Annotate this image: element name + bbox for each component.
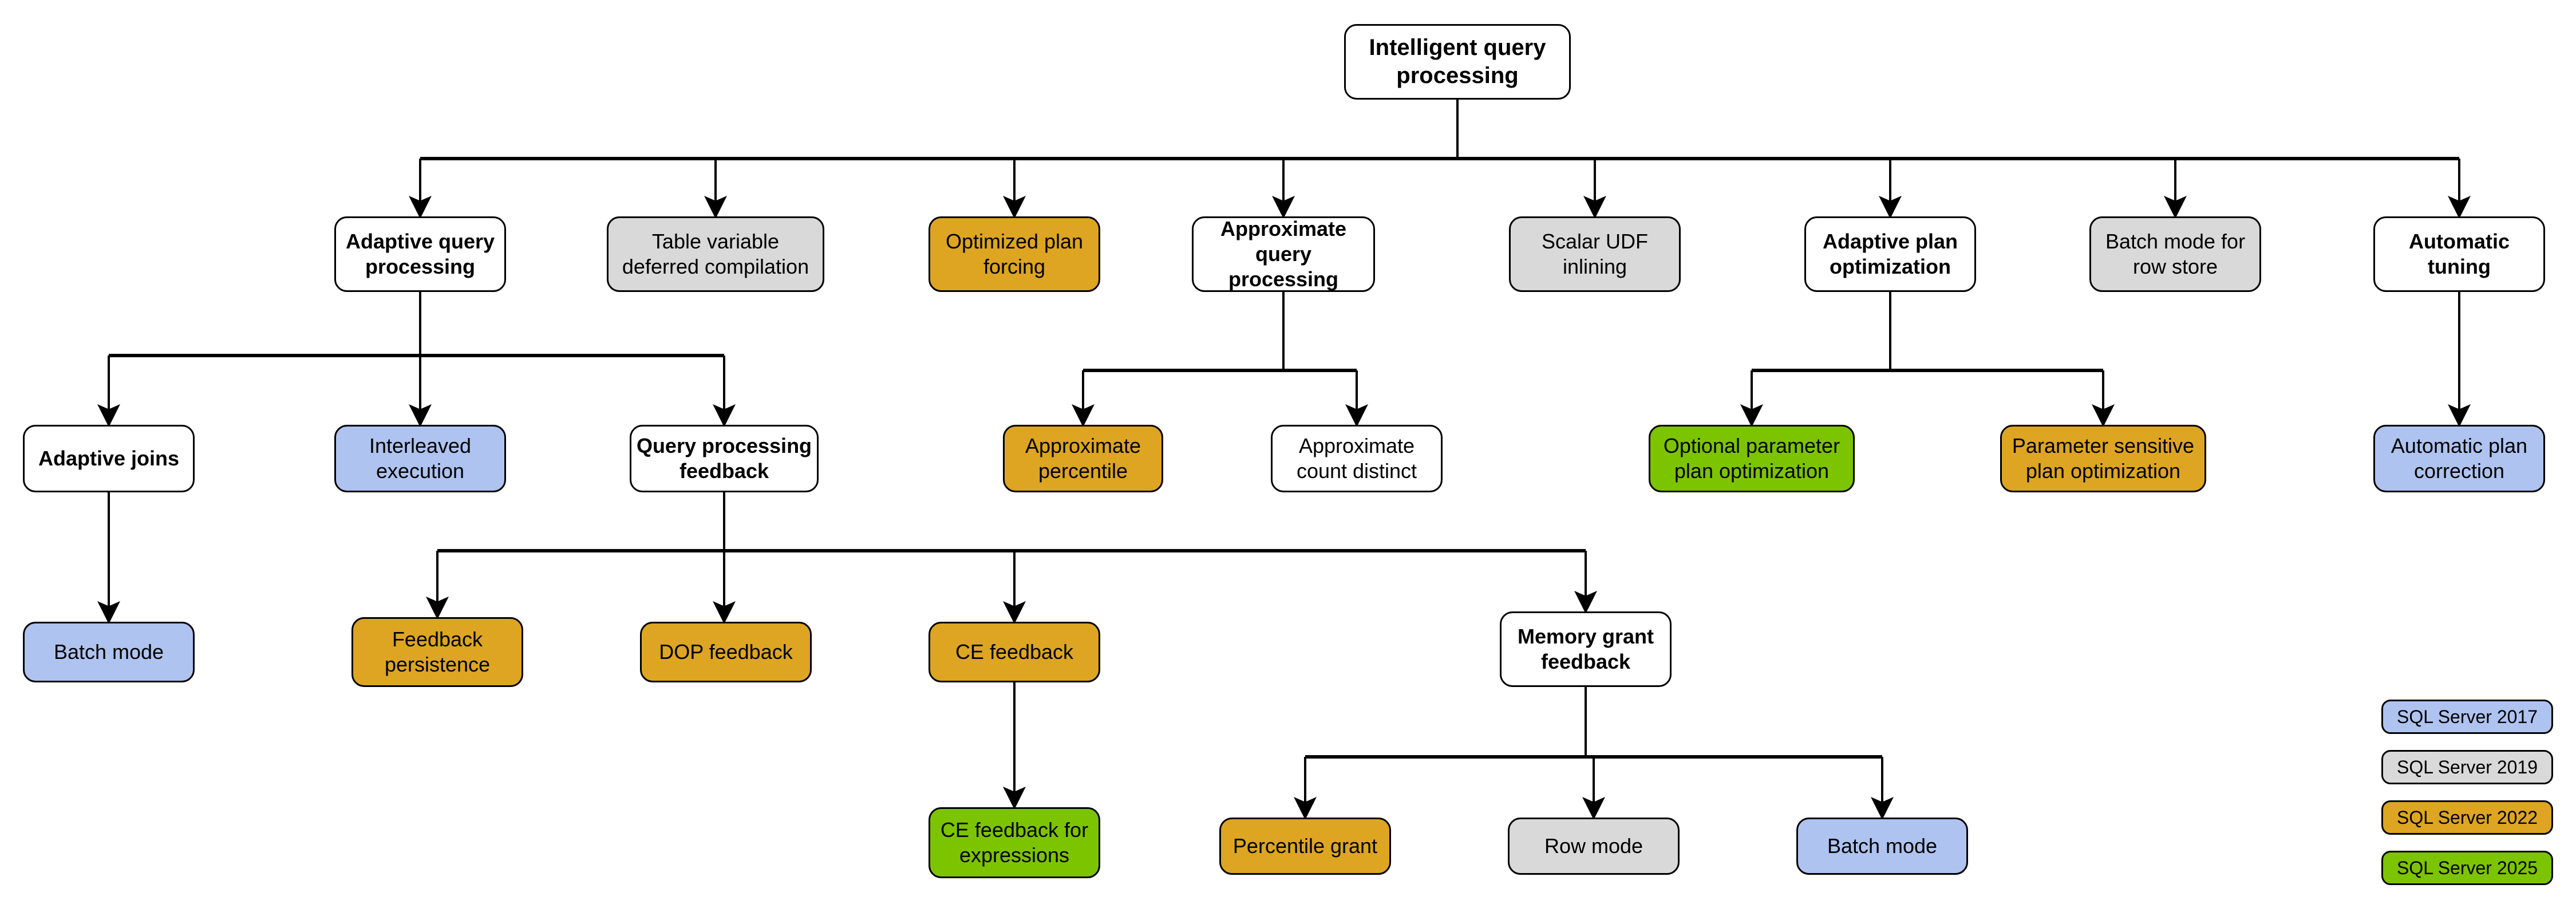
node-memory-grant[interactable]: Memory grant feedback (1500, 611, 1672, 687)
node-adaptive-plan-opt[interactable]: Adaptive plan optimization (1804, 216, 1976, 292)
node-root[interactable]: Intelligent query processing (1344, 24, 1571, 100)
legend-item-label: SQL Server 2025 (2396, 857, 2538, 878)
node-label: Automatic plan correction (2391, 434, 2528, 483)
node-label: Adaptive joins (38, 447, 180, 471)
node-ce-feedback[interactable]: CE feedback (929, 622, 1100, 682)
legend-item-label: SQL Server 2022 (2396, 807, 2538, 828)
node-label: Batch mode for row store (2105, 230, 2246, 278)
node-qp-feedback[interactable]: Query processing feedback (630, 425, 819, 492)
node-label: Table variable deferred compilation (622, 230, 809, 278)
legend-item-label: SQL Server 2017 (2396, 706, 2538, 727)
node-batch-mode-mg[interactable]: Batch mode (1796, 818, 1968, 875)
node-label: Query processing feedback (636, 434, 812, 483)
node-label: Percentile grant (1232, 834, 1378, 858)
node-adaptive-qp[interactable]: Adaptive query processing (334, 216, 506, 292)
legend-item-sql-server-2025: SQL Server 2025 (2381, 851, 2553, 885)
legend-item-sql-server-2017: SQL Server 2017 (2381, 700, 2553, 734)
node-interleaved-exec[interactable]: Interleaved execution (334, 425, 506, 492)
node-auto-plan-corr[interactable]: Automatic plan correction (2373, 425, 2545, 492)
node-label: DOP feedback (659, 640, 793, 664)
node-label: Approximate count distinct (1296, 434, 1417, 483)
node-ce-feedback-expr[interactable]: CE feedback for expressions (929, 807, 1100, 878)
node-dop-feedback[interactable]: DOP feedback (640, 622, 812, 682)
node-approx-percentile[interactable]: Approximate percentile (1003, 425, 1163, 492)
legend-item-sql-server-2022: SQL Server 2022 (2381, 800, 2553, 835)
node-batch-row-store[interactable]: Batch mode for row store (2089, 216, 2261, 292)
node-approx-count[interactable]: Approximate count distinct (1271, 425, 1443, 492)
node-label: Batch mode (1827, 834, 1938, 858)
node-percentile-grant[interactable]: Percentile grant (1219, 818, 1391, 875)
legend-item-label: SQL Server 2019 (2396, 756, 2538, 777)
node-label: CE feedback for expressions (940, 818, 1089, 867)
node-auto-tuning[interactable]: Automatic tuning (2373, 216, 2545, 292)
node-label: Row mode (1544, 834, 1643, 858)
node-row-mode[interactable]: Row mode (1508, 818, 1680, 875)
node-adaptive-joins[interactable]: Adaptive joins (23, 425, 195, 492)
node-label: Automatic tuning (2408, 230, 2510, 278)
node-label: Feedback persistence (384, 627, 491, 676)
node-label: Adaptive query processing (345, 230, 495, 278)
node-optional-param[interactable]: Optional parameter plan optimization (1649, 425, 1855, 492)
node-label: CE feedback (955, 640, 1074, 664)
node-optimized-plan[interactable]: Optimized plan forcing (929, 216, 1100, 292)
node-label: Optimized plan forcing (945, 230, 1084, 278)
legend-item-sql-server-2019: SQL Server 2019 (2381, 750, 2553, 784)
node-batch-mode-aj[interactable]: Batch mode (23, 622, 195, 682)
node-param-sensitive[interactable]: Parameter sensitive plan optimization (2000, 425, 2206, 492)
node-feedback-persist[interactable]: Feedback persistence (351, 617, 523, 687)
node-scalar-udf[interactable]: Scalar UDF inlining (1509, 216, 1681, 292)
node-table-var-defer[interactable]: Table variable deferred compilation (607, 216, 824, 292)
node-label: Approximate percentile (1025, 434, 1141, 483)
node-label: Batch mode (53, 640, 164, 664)
node-label: Scalar UDF inlining (1541, 230, 1649, 278)
node-label: Parameter sensitive plan optimization (2012, 434, 2195, 483)
node-label: Interleaved execution (369, 434, 472, 483)
node-label: Adaptive plan optimization (1822, 230, 1958, 278)
node-label: Intelligent query processing (1369, 35, 1546, 88)
node-label: Memory grant feedback (1517, 625, 1654, 673)
node-approx-qp[interactable]: Approximate query processing (1192, 216, 1375, 292)
node-label: Optional parameter plan optimization (1663, 434, 1840, 483)
node-label: Approximate query processing (1220, 217, 1347, 291)
